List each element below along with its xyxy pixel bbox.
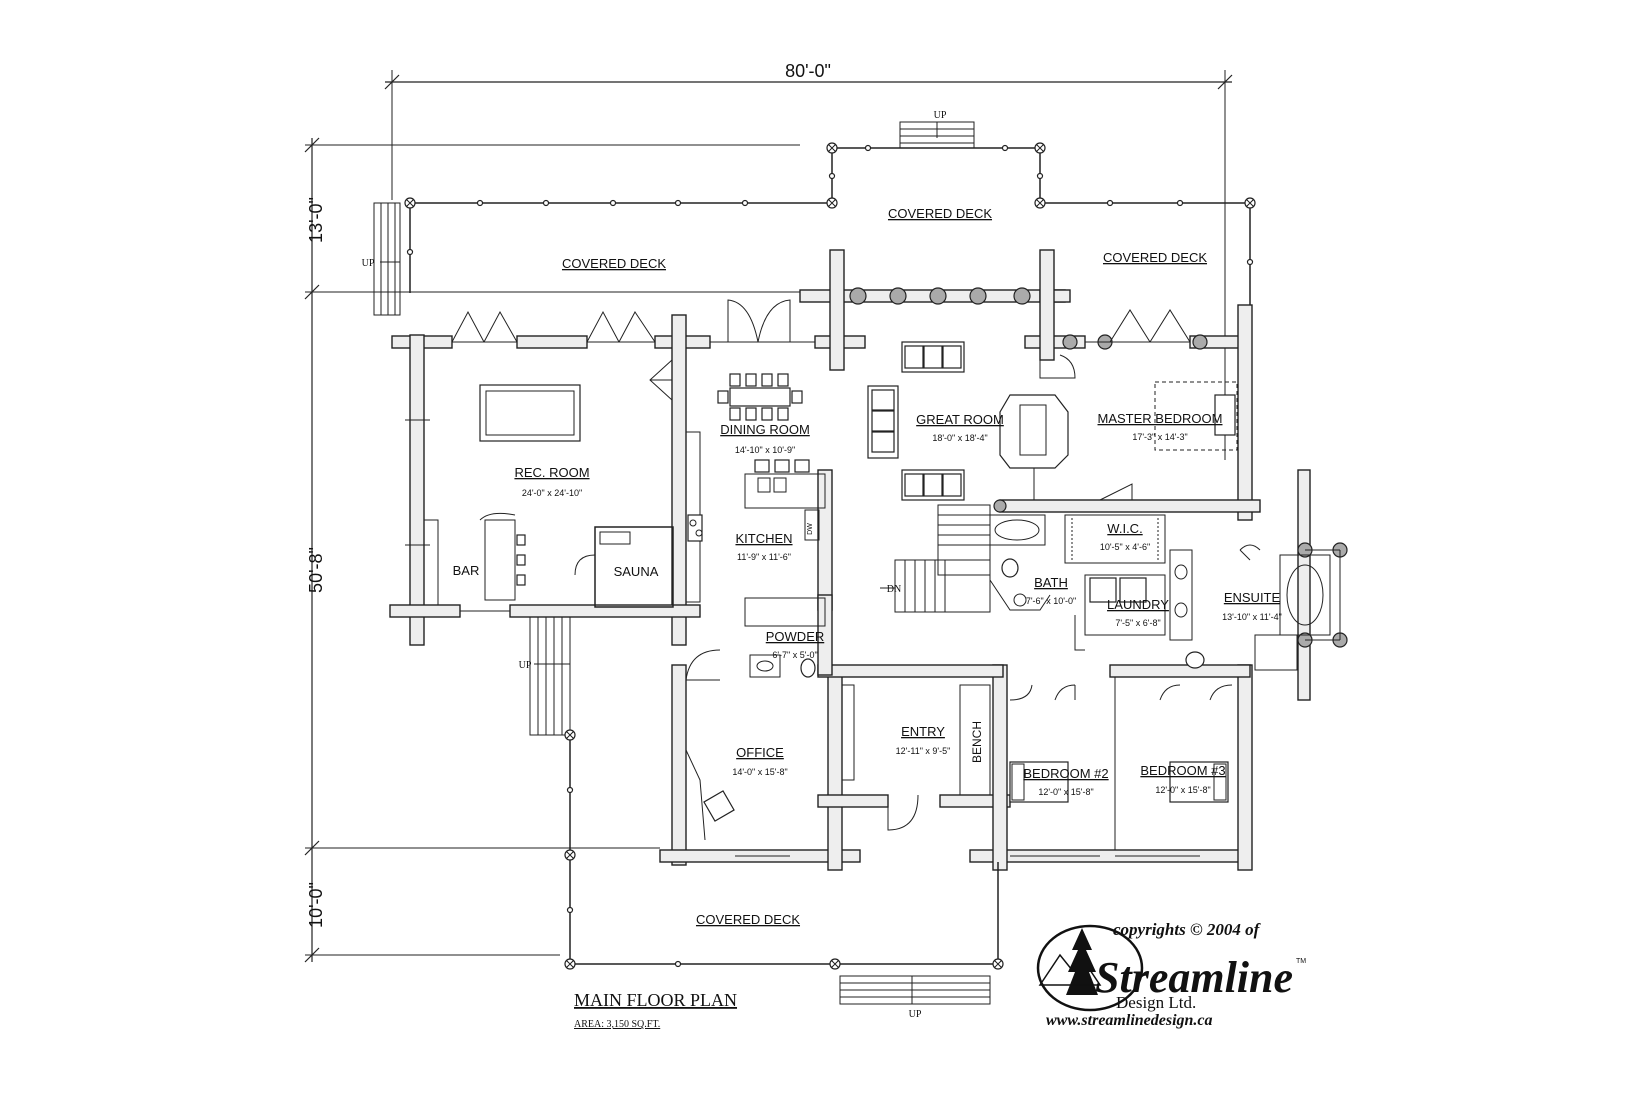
room-size-bedroom-2: 12'-0" x 15'-8" — [1038, 787, 1093, 797]
stairs-up-label-side-left: UP — [519, 660, 532, 671]
bench-label: BENCH — [970, 721, 984, 763]
room-name-wic: W.I.C. — [1107, 521, 1142, 536]
logo-company: Design Ltd. — [1116, 993, 1196, 1012]
swoosh-icon — [1036, 924, 1144, 1012]
room-size-office: 14'-0" x 15'-8" — [732, 767, 787, 777]
mountain-icon — [1038, 953, 1102, 986]
room-name-dining-room: DINING ROOM — [720, 422, 810, 437]
exterior-walls — [389, 249, 1348, 871]
house-depth-dimension: 50'-8" — [306, 547, 326, 593]
room-name-master-bedroom: MASTER BEDROOM — [1098, 411, 1223, 426]
room-size-entry: 12'-11" x 9'-5" — [896, 746, 951, 756]
room-size-ensuite: 13'-10" x 11'-4" — [1222, 612, 1282, 622]
dimension-lines — [304, 70, 1233, 963]
room-size-rec-room: 24'-0" x 24'-10" — [522, 488, 582, 498]
room-size-bath: 7'-6" x 10'-0" — [1026, 596, 1076, 606]
stairs-up-label-front: UP — [909, 1009, 922, 1020]
room-name-great-room: GREAT ROOM — [916, 412, 1004, 427]
pine-tree-icon — [1066, 928, 1098, 995]
room-labels: REC. ROOM 24'-0" x 24'-10" DINING ROOM 1… — [453, 411, 1282, 797]
rear-deck-depth-dimension: 13'-0" — [306, 197, 326, 243]
room-size-great-room: 18'-0" x 18'-4" — [932, 433, 987, 443]
company-logo: copyrights © 2004 of Streamline TM Desig… — [1032, 916, 1310, 1029]
room-size-bedroom-3: 12'-0" x 15'-8" — [1155, 785, 1210, 795]
room-name-sauna: SAUNA — [614, 564, 659, 579]
front-deck-depth-dimension: 10'-0" — [306, 882, 326, 928]
dishwasher-label: DW — [807, 523, 814, 535]
room-name-ensuite: ENSUITE — [1224, 590, 1281, 605]
stairs-up-label-rear-left: UP — [362, 258, 375, 269]
stairs-down-label-basement: DN — [887, 584, 901, 595]
plan-title: MAIN FLOOR PLAN — [574, 990, 737, 1010]
rear-deck-outline — [373, 121, 1256, 318]
room-name-powder: POWDER — [766, 629, 825, 644]
room-size-powder: 6'-7" x 5'-0" — [772, 650, 817, 660]
rear-center-deck-label: COVERED DECK — [888, 206, 992, 221]
rear-left-deck-label: COVERED DECK — [562, 256, 666, 271]
front-deck-label: COVERED DECK — [696, 912, 800, 927]
interior-details — [423, 341, 1331, 850]
room-size-kitchen: 11'-9" x 11'-6" — [737, 552, 791, 562]
room-name-entry: ENTRY — [901, 724, 945, 739]
logo-brand: Streamline — [1095, 953, 1293, 1002]
room-size-wic: 10'-5" x 4'-6" — [1100, 542, 1150, 552]
room-size-master-bedroom: 17'-3" x 14'-3" — [1132, 432, 1187, 442]
plan-area: AREA: 3,150 SQ.FT. — [574, 1019, 660, 1030]
room-name-rec-room: REC. ROOM — [514, 465, 589, 480]
room-size-laundry: 7'-5" x 6'-8" — [1115, 618, 1160, 628]
logo-trademark: TM — [1296, 958, 1306, 965]
rear-right-deck-label: COVERED DECK — [1103, 250, 1207, 265]
title-block: MAIN FLOOR PLAN AREA: 3,150 SQ.FT. — [574, 990, 737, 1030]
room-name-bedroom-2: BEDROOM #2 — [1023, 766, 1108, 781]
room-name-bedroom-3: BEDROOM #3 — [1140, 763, 1225, 778]
room-name-laundry: LAUNDRY — [1107, 597, 1169, 612]
overall-width-dimension: 80'-0" — [785, 61, 831, 81]
room-size-dining-room: 14'-10" x 10'-9" — [735, 445, 795, 455]
room-name-kitchen: KITCHEN — [735, 531, 792, 546]
logo-copyright: copyrights © 2004 of — [1113, 920, 1262, 939]
room-name-office: OFFICE — [736, 745, 784, 760]
room-name-bath: BATH — [1034, 575, 1068, 590]
logo-website: www.streamlinedesign.ca — [1046, 1012, 1213, 1029]
front-deck-outline — [529, 616, 1004, 1005]
room-name-bar: BAR — [453, 563, 480, 578]
stairs-up-label-rear-top: UP — [934, 110, 947, 121]
